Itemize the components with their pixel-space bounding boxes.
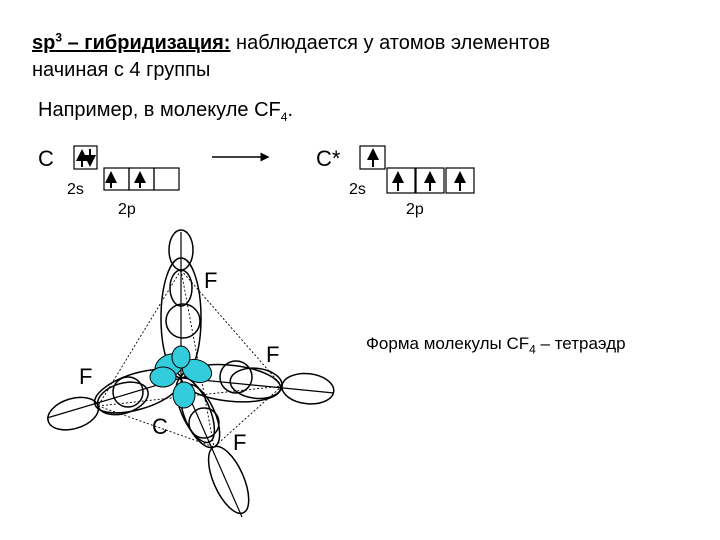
ground-2s-label: 2s xyxy=(67,181,84,198)
example-prefix: Например, в молекуле CF xyxy=(38,99,281,121)
excited-2s-label: 2s xyxy=(349,181,366,198)
excited-atom-label: C* xyxy=(316,146,341,171)
fluorine-label-bottom: F xyxy=(233,430,247,455)
ground-atom-label: C xyxy=(38,146,54,171)
term-highlight: sp3 – гибридизация: xyxy=(32,30,231,54)
excited-orbital-boxes xyxy=(359,145,475,194)
example-text: Например, в молекуле CF4. xyxy=(38,99,294,124)
caption-suffix: – тетраэдр xyxy=(535,334,626,353)
caption-subscript: 4 xyxy=(529,342,536,357)
term-prefix: sp xyxy=(32,32,56,54)
ground-2p-box-1 xyxy=(103,167,130,191)
example-suffix: . xyxy=(287,99,294,121)
term-suffix: – гибридизация: xyxy=(62,32,231,54)
heading: sp3 – гибридизация: наблюдается у атомов… xyxy=(32,30,550,84)
excited-2p-box-2 xyxy=(415,167,445,194)
ground-2p-box-2 xyxy=(128,167,155,191)
fluorine-orbitals xyxy=(47,229,335,515)
carbon-core-orbitals xyxy=(149,345,213,409)
heading-line1-rest: наблюдается у атомов элементов xyxy=(230,32,551,54)
fluorine-label-right: F xyxy=(266,342,280,367)
fluorine-orbital-top xyxy=(168,229,194,307)
overlap-regions xyxy=(112,303,253,439)
excited-electron-arrows xyxy=(367,148,466,191)
fluorine-orbital-left xyxy=(47,381,149,431)
ground-2p-label: 2p xyxy=(118,201,136,218)
fluorine-label-top: F xyxy=(204,268,218,293)
carbon-hybrid-orbitals xyxy=(93,257,282,444)
excited-2s-box xyxy=(359,145,386,170)
fluorine-orbital-right xyxy=(229,367,335,405)
heading-line2: начиная с 4 группы xyxy=(32,59,211,81)
ground-electron-arrows xyxy=(76,149,146,188)
caption-prefix: Форма молекулы CF xyxy=(366,334,530,353)
excited-2p-box-1 xyxy=(386,167,416,194)
term-superscript: 3 xyxy=(55,30,63,45)
example-subscript: 4 xyxy=(280,110,288,124)
carbon-label: C xyxy=(152,414,168,439)
ground-2s-box xyxy=(73,145,98,170)
excited-2p-box-3 xyxy=(445,167,475,194)
ground-orbital-boxes xyxy=(73,145,180,191)
shape-caption: Форма молекулы CF4 – тетраэдр xyxy=(366,334,626,357)
excited-2p-label: 2p xyxy=(406,201,424,218)
ground-2p-box-3 xyxy=(153,167,180,191)
fluorine-label-left: F xyxy=(79,364,93,389)
